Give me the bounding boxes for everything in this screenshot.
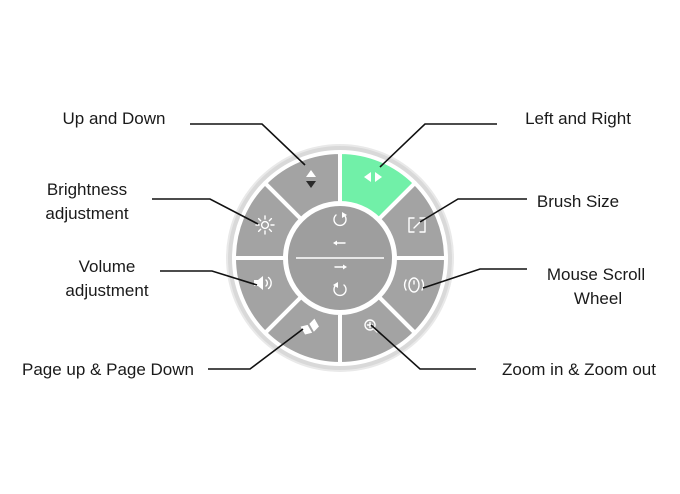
leader-left-right: [379, 123, 497, 168]
leader-up-down: [190, 123, 306, 166]
resize-brackets-icon: [408, 217, 426, 233]
leader-volume: [160, 270, 258, 286]
label-up-down: Up and Down: [62, 109, 165, 128]
open-book-icon: [300, 318, 319, 335]
left-right-arrows-icon: [364, 172, 382, 182]
label-left-right: Left and Right: [525, 109, 631, 128]
label-page-up-down: Page up & Page Down: [22, 360, 194, 379]
label-volume-line2: adjustment: [65, 281, 148, 300]
label-volume-line1: Volume: [79, 257, 136, 276]
label-mouse-scroll-line1: Mouse Scroll: [547, 265, 645, 284]
leader-page: [208, 328, 304, 370]
scroll-wheel-icon: [403, 277, 425, 293]
label-brightness-line1: Brightness: [47, 180, 127, 199]
label-brush-size: Brush Size: [537, 192, 619, 211]
label-mouse-scroll-line2: Wheel: [574, 289, 622, 308]
sun-icon: [255, 215, 275, 235]
leader-mouse-scroll: [422, 268, 527, 289]
leader-zoom: [370, 324, 476, 370]
rotate-cw-icon[interactable]: [333, 282, 347, 297]
label-zoom: Zoom in & Zoom out: [502, 360, 656, 379]
leader-brush-size: [419, 198, 527, 223]
label-brightness-line2: adjustment: [45, 204, 128, 223]
rotate-ccw-icon[interactable]: [333, 212, 347, 227]
arrow-right-icon[interactable]: [334, 264, 347, 270]
speaker-icon: [254, 276, 272, 290]
up-down-arrows-icon: [306, 170, 316, 188]
arrow-left-icon[interactable]: [333, 240, 346, 246]
leader-brightness: [152, 198, 259, 225]
